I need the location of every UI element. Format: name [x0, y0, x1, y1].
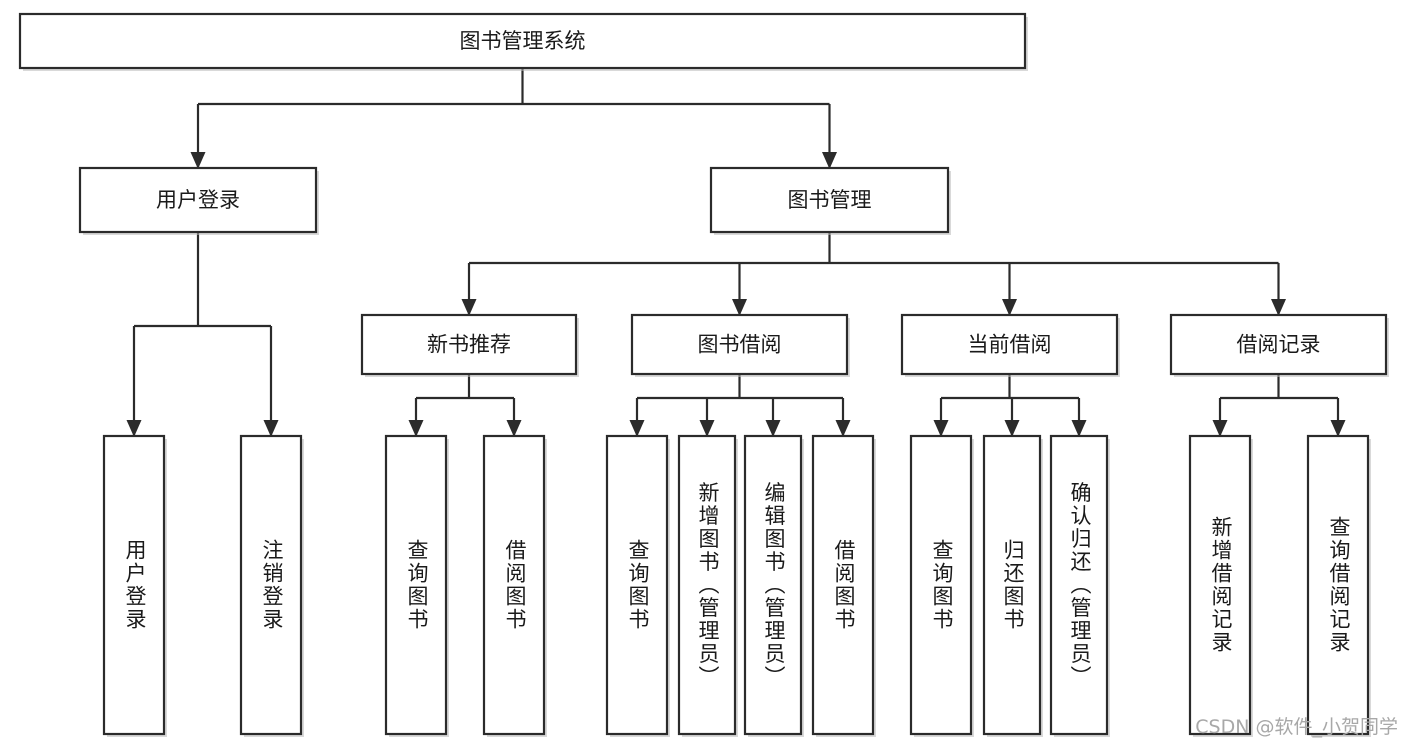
node-rect[interactable] [239, 434, 303, 736]
node-rect[interactable] [102, 434, 166, 736]
node-rect[interactable] [18, 12, 1027, 70]
node-leaf-confirm-return[interactable]: 确认归还（管理员） [1049, 434, 1110, 737]
node-layer: 图书管理系统用户登录图书管理新书推荐图书借阅当前借阅借阅记录用户登录注销登录查询… [18, 12, 1389, 737]
node-book-borrow[interactable]: 图书借阅 [630, 313, 850, 377]
arrow-head-icon [190, 152, 206, 169]
arrow-head-icon [699, 420, 715, 437]
node-label: 查询图书 [626, 539, 650, 631]
node-leaf-borrow-book-2[interactable]: 借阅图书 [811, 434, 876, 737]
node-leaf-return-book[interactable]: 归还图书 [982, 434, 1043, 737]
arrow-head-icon [835, 420, 851, 437]
node-rect[interactable] [982, 434, 1042, 736]
node-new-book-recommend[interactable]: 新书推荐 [360, 313, 579, 377]
node-label: 新书推荐 [427, 333, 511, 357]
node-rect[interactable] [630, 313, 849, 376]
node-leaf-borrow-book-1[interactable]: 借阅图书 [482, 434, 547, 737]
node-leaf-add-record[interactable]: 新增借阅记录 [1188, 434, 1253, 737]
node-current-borrow[interactable]: 当前借阅 [900, 313, 1120, 377]
arrow-head-icon [822, 152, 837, 169]
node-rect[interactable] [1169, 313, 1388, 376]
node-label: 借阅图书 [832, 539, 856, 631]
arrow-head-icon [732, 299, 747, 316]
node-rect[interactable] [605, 434, 669, 736]
node-label: 编辑图书（管理员） [762, 482, 786, 689]
node-label: 新增图书（管理员） [696, 482, 720, 689]
node-rect[interactable] [709, 166, 950, 234]
node-leaf-user-logout[interactable]: 注销登录 [239, 434, 304, 737]
node-rect[interactable] [909, 434, 973, 736]
arrow-head-icon [1071, 420, 1087, 437]
node-label: 借阅图书 [503, 539, 527, 631]
node-label: 图书管理系统 [460, 29, 586, 53]
arrow-head-icon [629, 420, 645, 437]
node-rect[interactable] [677, 434, 737, 736]
node-leaf-edit-book[interactable]: 编辑图书（管理员） [743, 434, 804, 737]
node-label: 图书管理 [788, 188, 872, 212]
arrow-head-icon [933, 420, 949, 437]
arrow-head-icon [1271, 299, 1286, 316]
node-rect[interactable] [360, 313, 578, 376]
csdn-watermark: CSDN @软件_小贺同学 [1195, 716, 1398, 738]
node-leaf-query-record[interactable]: 查询借阅记录 [1306, 434, 1371, 737]
arrow-head-icon [408, 420, 424, 437]
connector-layer [126, 68, 1346, 437]
node-leaf-query-book-1[interactable]: 查询图书 [384, 434, 449, 737]
node-label: 用户登录 [123, 539, 147, 631]
arrow-head-icon [506, 420, 522, 437]
node-label: 查询图书 [405, 539, 429, 631]
node-rect[interactable] [1049, 434, 1109, 736]
node-rect[interactable] [384, 434, 448, 736]
node-label: 确认归还（管理员） [1068, 482, 1092, 689]
node-label: 归还图书 [1001, 539, 1025, 631]
node-label: 注销登录 [260, 539, 284, 631]
node-leaf-query-book-2[interactable]: 查询图书 [605, 434, 670, 737]
node-rect[interactable] [1188, 434, 1252, 736]
node-root[interactable]: 图书管理系统 [18, 12, 1028, 71]
node-leaf-user-login[interactable]: 用户登录 [102, 434, 167, 737]
arrow-head-icon [1330, 420, 1346, 437]
arrow-head-icon [126, 420, 142, 437]
node-label: 新增借阅记录 [1209, 516, 1233, 654]
arrow-head-icon [1002, 299, 1017, 316]
arrow-head-icon [263, 420, 279, 437]
arrow-head-icon [461, 299, 477, 316]
node-rect[interactable] [1306, 434, 1370, 736]
node-label: 查询图书 [930, 539, 954, 631]
node-rect[interactable] [743, 434, 803, 736]
node-label: 借阅记录 [1237, 333, 1321, 357]
node-label: 查询借阅记录 [1327, 516, 1351, 654]
arrow-head-icon [765, 420, 781, 437]
arrow-head-icon [1004, 420, 1020, 437]
node-rect[interactable] [78, 166, 318, 234]
node-leaf-add-book[interactable]: 新增图书（管理员） [677, 434, 738, 737]
node-borrow-record[interactable]: 借阅记录 [1169, 313, 1389, 377]
node-book-management[interactable]: 图书管理 [709, 166, 951, 235]
node-label: 用户登录 [156, 188, 240, 212]
node-rect[interactable] [482, 434, 546, 736]
node-user-login[interactable]: 用户登录 [78, 166, 319, 235]
node-leaf-query-book-3[interactable]: 查询图书 [909, 434, 974, 737]
node-rect[interactable] [900, 313, 1119, 376]
node-label: 图书借阅 [698, 333, 782, 357]
node-label: 当前借阅 [968, 333, 1052, 357]
node-rect[interactable] [811, 434, 875, 736]
arrow-head-icon [1212, 420, 1228, 437]
